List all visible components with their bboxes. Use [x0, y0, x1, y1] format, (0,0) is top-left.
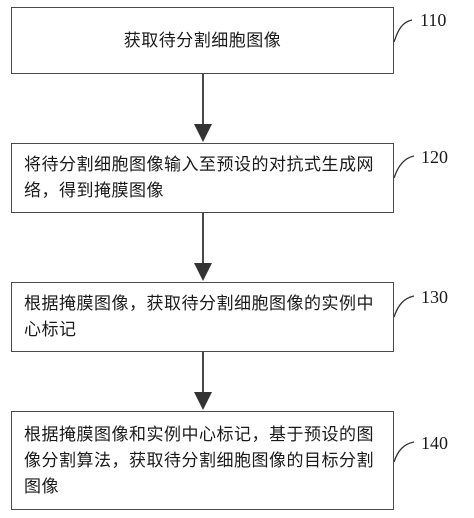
leader-line-140 — [393, 441, 415, 463]
step-text-120: 将待分割细胞图像输入至预设的对抗式生成网络，得到掩膜图像 — [24, 155, 374, 201]
step-number-130: 130 — [421, 287, 448, 307]
step-box-130: 根据掩膜图像，获取待分割细胞图像的实例中心标记 — [11, 282, 394, 352]
step-box-120: 将待分割细胞图像输入至预设的对抗式生成网络，得到掩膜图像 — [11, 143, 394, 213]
step-number-140: 140 — [421, 433, 448, 453]
step-text-110: 获取待分割细胞图像 — [123, 30, 282, 51]
step-box-110: 获取待分割细胞图像 — [11, 7, 394, 74]
leader-line-120 — [393, 155, 415, 179]
step-text-140: 根据掩膜图像和实例中心标记，基于预设的图像分割算法，获取待分割细胞图像的目标分割… — [24, 424, 374, 497]
leader-line-110 — [393, 19, 413, 43]
step-text-130: 根据掩膜图像，获取待分割细胞图像的实例中心标记 — [24, 294, 374, 340]
step-number-110: 110 — [420, 10, 447, 30]
step-box-140: 根据掩膜图像和实例中心标记，基于预设的图像分割算法，获取待分割细胞图像的目标分割… — [11, 411, 394, 510]
step-number-120: 120 — [421, 147, 448, 167]
leader-line-130 — [393, 295, 415, 318]
